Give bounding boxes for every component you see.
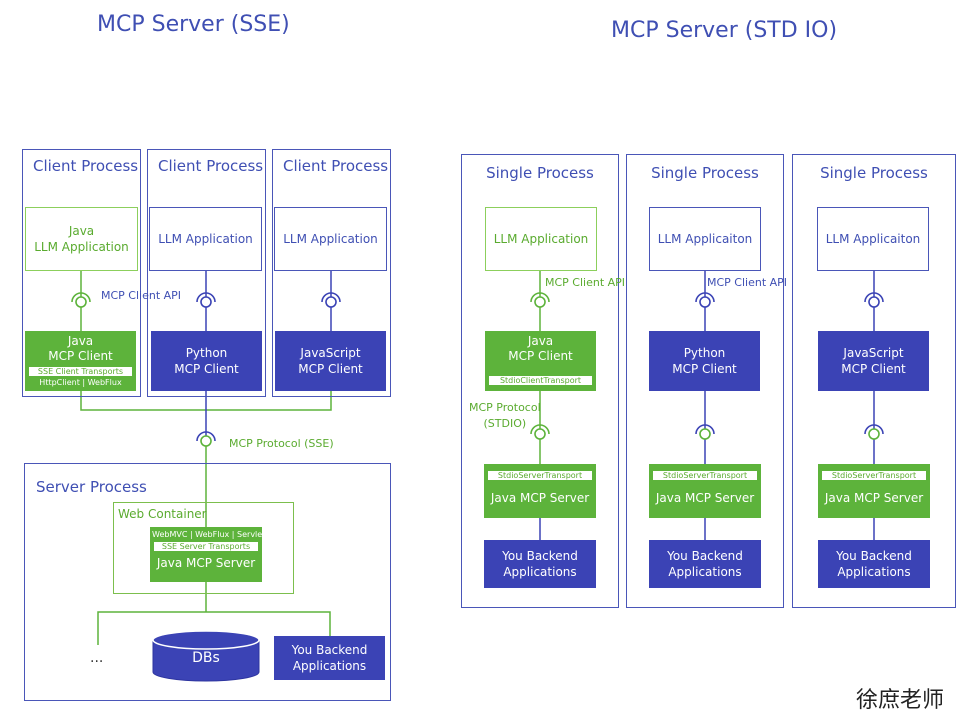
java-mcp-server: WebMVC | WebFlux | Servlet SSE Server Tr… <box>150 527 266 582</box>
backend-line: Applications <box>292 659 367 673</box>
stdio-client-transport-tag: StdioClientTransport <box>488 375 593 386</box>
client-line: JavaScript <box>300 346 361 360</box>
app-line: LLM Application <box>34 240 129 254</box>
llm-application-box: LLM Application <box>149 207 262 271</box>
client-line: MCP Client <box>508 349 573 363</box>
web-container-frame: Web Container <box>113 502 294 594</box>
client-line: Python <box>185 346 228 360</box>
interface-socket-icon <box>321 292 341 308</box>
client-line: Java <box>527 334 554 348</box>
client-line: MCP Client <box>174 362 239 376</box>
client-process-label: Client Process <box>158 157 264 175</box>
app-line: LLM Applicaiton <box>825 232 921 246</box>
interface-socket-icon <box>71 292 91 308</box>
client-process-frame: Client Process <box>22 149 141 397</box>
llm-application-box: LLM Application <box>485 207 597 271</box>
client-line: Python <box>683 346 726 360</box>
app-line: LLM Application <box>493 232 589 246</box>
backend-applications-box: You Backend Applications <box>649 540 761 588</box>
client-process-frame: Client Process <box>272 149 391 397</box>
sse-title: MCP Server (SSE) <box>97 12 290 37</box>
java-mcp-server: StdioServerTransport Java MCP Server <box>484 464 596 518</box>
llm-application-box: Java LLM Application <box>25 207 138 271</box>
interface-socket-icon <box>196 431 216 447</box>
webmvc-webflux-servlet-label: WebMVC | WebFlux | Servlet <box>152 530 266 539</box>
web-container-label: Web Container <box>118 507 207 521</box>
single-process-label: Single Process <box>651 164 759 182</box>
java-mcp-client: Java MCP Client SSE Client Transports Ht… <box>25 331 136 391</box>
interface-socket-icon <box>695 424 715 440</box>
mcp-client-api-label: MCP Client API <box>101 289 182 302</box>
backend-line: You Backend <box>291 643 368 657</box>
llm-application-box: LLM Applicaiton <box>817 207 929 271</box>
server-label: Java MCP Server <box>655 491 755 505</box>
python-mcp-client: Python MCP Client <box>151 331 262 391</box>
stdio-server-transport-tag: StdioServerTransport <box>652 470 758 481</box>
stdio-server-transport-tag: StdioServerTransport <box>821 470 927 481</box>
backend-line: Applications <box>668 565 742 579</box>
backend-applications-box: You Backend Applications <box>484 540 596 588</box>
client-process-label: Client Process <box>33 157 139 175</box>
interface-socket-icon <box>864 424 884 440</box>
protocol-line: MCP Protocol <box>469 401 541 414</box>
java-mcp-client: Java MCP Client StdioClientTransport <box>485 331 596 391</box>
client-line: Java <box>67 334 94 348</box>
llm-application-box: LLM Applicaiton <box>649 207 761 271</box>
watermark: 徐庶老师 <box>856 688 945 713</box>
backend-line: Applications <box>503 565 577 579</box>
stdio-server-transport-tag: StdioServerTransport <box>487 470 593 481</box>
interface-socket-icon <box>530 424 550 440</box>
mcp-protocol-sse-label: MCP Protocol (SSE) <box>229 437 334 450</box>
mcp-client-api-label: MCP Client API <box>545 276 626 289</box>
backend-line: You Backend <box>502 549 578 563</box>
app-line: Java <box>68 224 95 238</box>
more-dots: ... <box>90 650 104 666</box>
java-mcp-server: StdioServerTransport Java MCP Server <box>818 464 930 518</box>
client-line: MCP Client <box>298 362 363 376</box>
client-process-frame: Client Process <box>147 149 266 397</box>
server-label: Java MCP Server <box>156 556 256 570</box>
interface-socket-icon <box>196 292 216 308</box>
backend-applications-box: You Backend Applications <box>274 636 385 680</box>
javascript-mcp-client: JavaScript MCP Client <box>275 331 386 391</box>
java-mcp-server: StdioServerTransport Java MCP Server <box>649 464 761 518</box>
backend-applications-box: You Backend Applications <box>818 540 930 588</box>
client-line: MCP Client <box>48 349 113 363</box>
backend-line: Applications <box>837 565 911 579</box>
single-process-frame: Single Process <box>626 154 784 608</box>
single-process-frame: Single Process <box>461 154 619 608</box>
single-process-label: Single Process <box>820 164 928 182</box>
http-client-webflux-label: HttpClient | WebFlux <box>39 378 122 387</box>
mcp-client-api-label: MCP Client API <box>707 276 788 289</box>
sse-server-transports-tag: SSE Server Transports <box>153 541 259 552</box>
interface-socket-icon <box>864 292 884 308</box>
app-line: LLM Applicaiton <box>657 232 753 246</box>
mcp-protocol-stdio-label: MCP Protocol (STDIO) <box>469 400 541 432</box>
client-process-label: Client Process <box>283 157 389 175</box>
server-label: Java MCP Server <box>490 491 590 505</box>
client-line: MCP Client <box>841 362 906 376</box>
interface-socket-icon <box>530 292 550 308</box>
backend-line: You Backend <box>836 549 912 563</box>
python-mcp-client: Python MCP Client <box>649 331 760 391</box>
server-label: Java MCP Server <box>824 491 924 505</box>
single-process-label: Single Process <box>486 164 594 182</box>
interface-socket-icon <box>695 292 715 308</box>
dbs-label: DBs <box>192 650 220 666</box>
app-line: LLM Application <box>158 232 253 246</box>
stdio-title: MCP Server (STD IO) <box>611 18 838 43</box>
llm-application-box: LLM Application <box>274 207 387 271</box>
single-process-frame: Single Process <box>792 154 956 608</box>
client-line: JavaScript <box>843 346 904 360</box>
server-process-frame: Server Process <box>24 463 391 701</box>
backend-line: You Backend <box>667 549 743 563</box>
javascript-mcp-client: JavaScript MCP Client <box>818 331 929 391</box>
sse-client-transports-tag: SSE Client Transports <box>28 366 133 377</box>
protocol-line: (STDIO) <box>483 417 527 430</box>
app-line: LLM Application <box>283 232 378 246</box>
server-process-label: Server Process <box>36 478 147 496</box>
client-line: MCP Client <box>672 362 737 376</box>
